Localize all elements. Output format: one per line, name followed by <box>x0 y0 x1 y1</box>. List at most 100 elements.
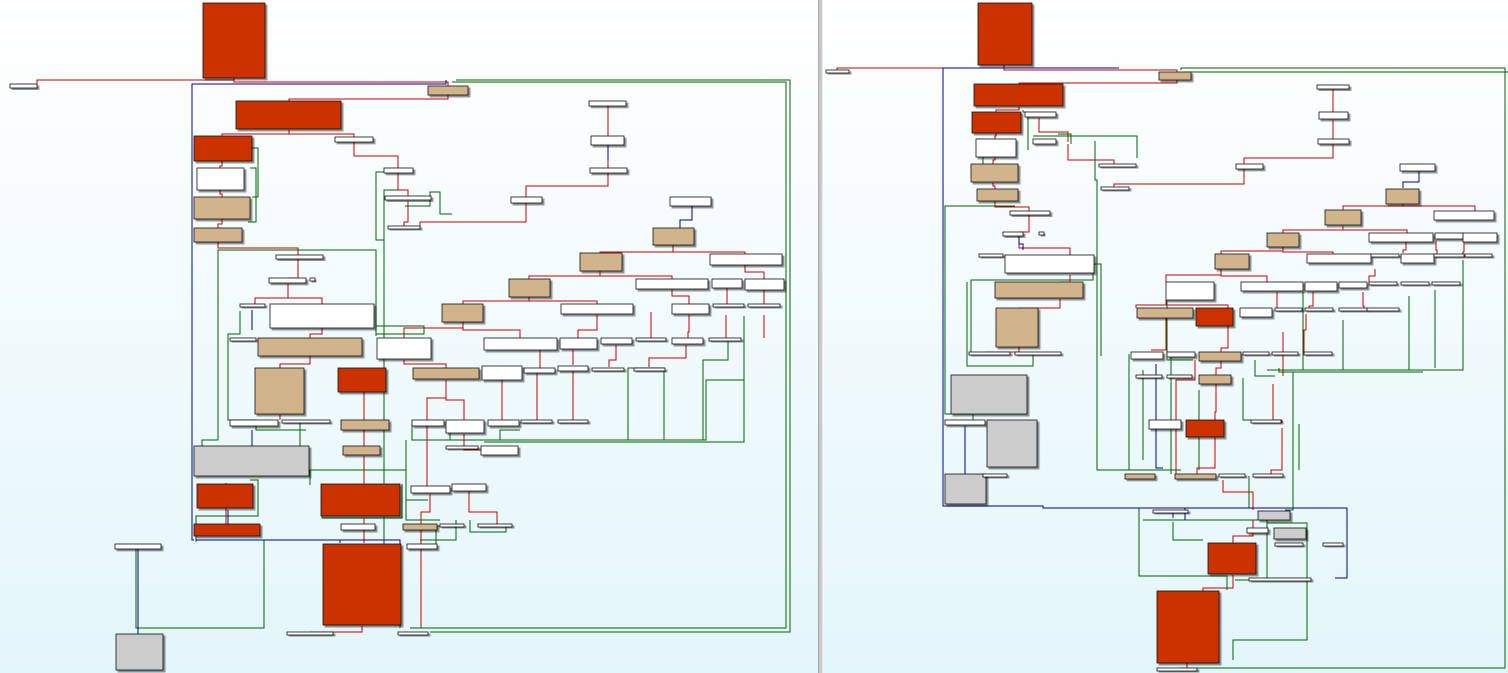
white-block-node[interactable] <box>1248 577 1312 582</box>
white-block-node[interactable] <box>635 278 709 290</box>
white-block-node[interactable] <box>982 473 1008 478</box>
white-block-node[interactable] <box>1242 351 1270 356</box>
white-block-node[interactable] <box>281 419 331 424</box>
white-block-node[interactable] <box>1304 307 1334 312</box>
white-block-node[interactable] <box>588 100 627 107</box>
white-block-node[interactable] <box>1434 232 1464 240</box>
tan-block-node[interactable] <box>652 227 695 246</box>
red-block-node[interactable] <box>973 83 1064 107</box>
white-block-node[interactable] <box>1002 231 1024 237</box>
red-block-node[interactable] <box>193 523 261 537</box>
white-block-node[interactable] <box>480 445 519 456</box>
pane-splitter[interactable] <box>818 0 823 673</box>
white-block-node[interactable] <box>1148 419 1182 430</box>
white-block-node[interactable] <box>481 365 523 381</box>
white-block-node[interactable] <box>410 485 451 494</box>
tan-block-node[interactable] <box>193 196 251 220</box>
white-block-node[interactable] <box>1024 111 1057 118</box>
tan-block-node[interactable] <box>1198 351 1242 362</box>
tan-block-node[interactable] <box>1266 232 1300 248</box>
white-block-node[interactable] <box>747 303 781 308</box>
tan-block-node[interactable] <box>402 523 438 531</box>
white-block-node[interactable] <box>445 419 485 434</box>
white-block-node[interactable] <box>978 253 1004 258</box>
white-block-node[interactable] <box>523 367 556 374</box>
white-block-node[interactable] <box>1166 374 1193 379</box>
tan-block-node[interactable] <box>193 227 243 243</box>
white-block-node[interactable] <box>1433 253 1465 258</box>
white-block-node[interactable] <box>1464 253 1493 258</box>
white-block-node[interactable] <box>1368 281 1398 286</box>
white-block-node[interactable] <box>1250 419 1282 424</box>
white-block-node[interactable] <box>1014 351 1062 356</box>
tan-block-node[interactable] <box>1214 253 1250 270</box>
white-block-node[interactable] <box>1370 253 1400 258</box>
white-block-node[interactable] <box>1274 542 1304 547</box>
red-block-node[interactable] <box>235 100 342 130</box>
white-block-node[interactable] <box>268 277 307 284</box>
white-block-node[interactable] <box>520 419 553 424</box>
white-block-node[interactable] <box>1462 232 1498 243</box>
white-block-node[interactable] <box>309 277 316 282</box>
white-block-node[interactable] <box>1322 542 1344 547</box>
white-block-node[interactable] <box>968 351 1011 356</box>
white-block-node[interactable] <box>445 445 479 450</box>
white-block-node[interactable] <box>1130 351 1164 360</box>
white-block-node[interactable] <box>590 135 625 146</box>
white-block-node[interactable] <box>1235 163 1264 170</box>
white-block-node[interactable] <box>239 303 266 308</box>
tan-block-node[interactable] <box>995 307 1039 348</box>
white-block-node[interactable] <box>1218 473 1246 478</box>
white-block-node[interactable] <box>559 337 598 350</box>
white-block-node[interactable] <box>340 523 376 531</box>
tan-block-node[interactable] <box>1174 473 1217 480</box>
white-block-node[interactable] <box>708 337 742 342</box>
red-block-node[interactable] <box>1156 590 1220 664</box>
tan-block-node[interactable] <box>994 281 1084 299</box>
white-block-node[interactable] <box>557 419 589 424</box>
white-block-node[interactable] <box>196 167 245 191</box>
white-block-node[interactable] <box>671 337 704 345</box>
gray-block-node[interactable] <box>115 633 164 671</box>
white-block-node[interactable] <box>557 365 589 372</box>
gray-block-node[interactable] <box>1273 527 1307 540</box>
white-block-node[interactable] <box>1252 473 1284 478</box>
white-block-node[interactable] <box>383 167 414 174</box>
white-block-node[interactable] <box>275 254 324 260</box>
white-block-node[interactable] <box>1098 163 1137 168</box>
white-block-node[interactable] <box>1152 509 1189 514</box>
tan-block-node[interactable] <box>427 85 469 96</box>
white-block-node[interactable] <box>269 303 375 329</box>
tan-block-node[interactable] <box>1158 71 1192 81</box>
white-block-node[interactable] <box>1246 527 1269 534</box>
right-graph-pane[interactable] <box>823 0 1508 673</box>
white-block-node[interactable] <box>560 303 634 315</box>
white-block-node[interactable] <box>825 69 850 74</box>
white-block-node[interactable] <box>229 419 279 427</box>
white-block-node[interactable] <box>1038 231 1045 236</box>
white-block-node[interactable] <box>1009 210 1051 216</box>
white-block-node[interactable] <box>1338 281 1368 289</box>
white-block-node[interactable] <box>1032 138 1057 145</box>
tan-block-node[interactable] <box>976 188 1019 202</box>
white-block-node[interactable] <box>376 337 432 360</box>
gray-block-node[interactable] <box>986 419 1038 468</box>
white-block-node[interactable] <box>1304 281 1338 292</box>
white-block-node[interactable] <box>1156 667 1198 672</box>
red-block-node[interactable] <box>202 2 266 79</box>
white-block-node[interactable] <box>1433 210 1495 221</box>
white-block-node[interactable] <box>1399 163 1436 172</box>
white-block-node[interactable] <box>1274 307 1303 312</box>
white-block-node[interactable] <box>709 253 783 266</box>
right-flow-graph[interactable] <box>823 0 1508 673</box>
tan-block-node[interactable] <box>1385 188 1420 205</box>
tan-block-node[interactable] <box>257 337 363 357</box>
left-flow-graph[interactable] <box>0 0 818 673</box>
white-block-node[interactable] <box>669 196 712 207</box>
red-block-node[interactable] <box>320 483 401 517</box>
tan-block-node[interactable] <box>340 419 390 431</box>
white-block-node[interactable] <box>477 523 513 528</box>
white-block-node[interactable] <box>975 138 1017 158</box>
white-block-node[interactable] <box>600 337 633 345</box>
white-block-node[interactable] <box>387 225 421 230</box>
